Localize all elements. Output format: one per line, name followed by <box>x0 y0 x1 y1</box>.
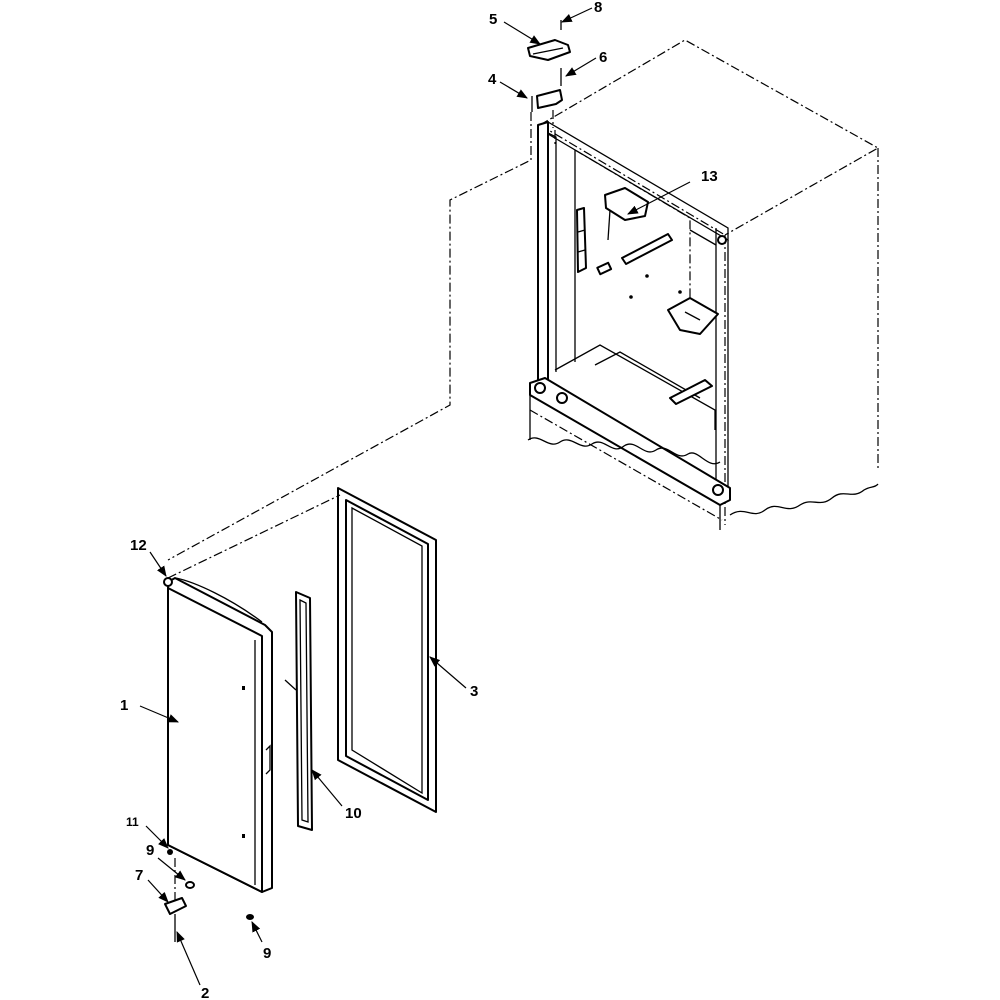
callout-12: 12 <box>130 537 147 554</box>
callout-labels: 1 2 3 4 5 6 7 8 9 9 10 11 12 13 <box>120 0 718 1000</box>
callout-13: 13 <box>701 168 718 185</box>
callout-10: 10 <box>345 805 362 822</box>
refrigerator-cabinet <box>167 20 880 561</box>
callout-11: 11 <box>126 815 139 829</box>
refrigerator-door <box>163 577 273 942</box>
callout-5: 5 <box>489 11 497 28</box>
callout-4: 4 <box>488 71 497 88</box>
callout-9-upper: 9 <box>146 842 154 859</box>
callout-2: 2 <box>201 985 209 1000</box>
callout-1: 1 <box>120 697 128 714</box>
door-handle-trim <box>284 591 313 831</box>
callout-8: 8 <box>594 0 602 16</box>
callout-3: 3 <box>470 683 478 700</box>
door-gasket <box>167 487 437 813</box>
callout-6: 6 <box>599 49 607 66</box>
callout-9-lower: 9 <box>263 945 271 962</box>
callout-7: 7 <box>135 867 143 884</box>
callout-leaders <box>139 7 691 986</box>
